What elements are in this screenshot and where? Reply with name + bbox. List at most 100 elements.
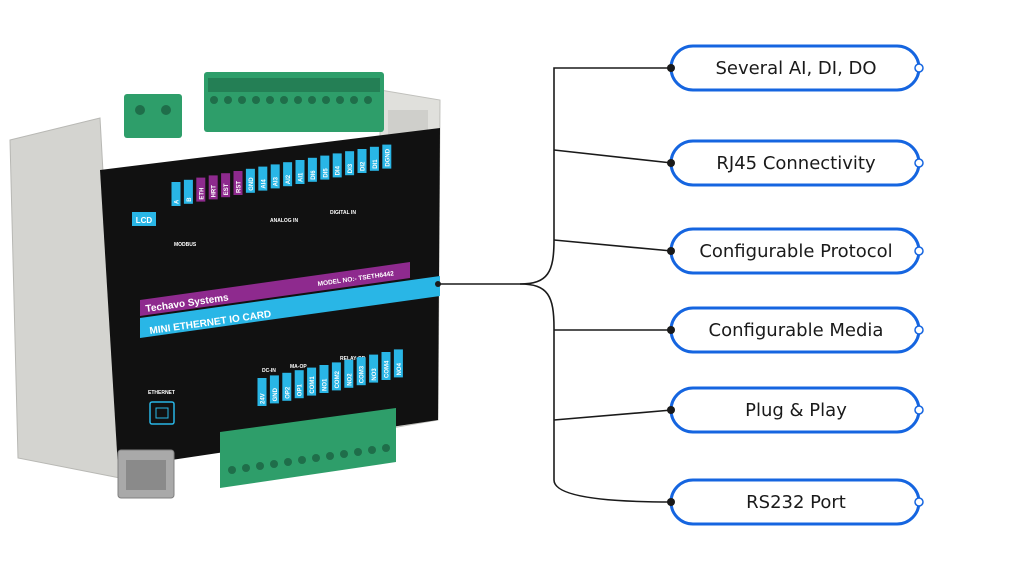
pill-right-node	[914, 246, 924, 256]
bottom-pin-tag	[294, 370, 304, 399]
pill-right-node	[914, 325, 924, 335]
terminal-screw	[252, 96, 260, 104]
bottom-pin-label: COM3	[360, 365, 366, 383]
bottom-pin-tag	[257, 378, 267, 406]
top-pin-label: DI6	[311, 170, 317, 180]
bottom-pin-tag	[282, 372, 292, 401]
top-pin-tag	[320, 155, 330, 180]
feature-label: RJ45 Connectivity	[716, 153, 876, 174]
top-pin-label: AI4	[261, 179, 267, 189]
top-pin-label: DI5	[323, 168, 329, 178]
top-pin-tag	[258, 166, 268, 191]
dc-in-label: DC-IN	[262, 368, 276, 374]
terminal-screw	[294, 96, 302, 104]
branch-lower	[519, 283, 673, 503]
top-pin-tag	[369, 146, 379, 171]
feature-label: Configurable Protocol	[699, 241, 892, 262]
terminal-screw	[242, 464, 250, 472]
connector-tree	[438, 67, 673, 503]
pill-left-node	[667, 326, 675, 334]
bottom-pin-tag	[319, 365, 329, 393]
terminal-screw	[284, 458, 292, 466]
branch-5	[553, 409, 673, 421]
terminal-screw	[161, 105, 171, 115]
ethernet-port-inner	[155, 407, 169, 419]
lcd-badge	[132, 212, 156, 226]
lcd-label: LCD	[136, 216, 153, 225]
feature-label: RS232 Port	[746, 492, 846, 513]
top-pin-tag	[245, 168, 255, 193]
bottom-pin-label: COM2	[335, 370, 341, 388]
top-pin-tag	[283, 162, 293, 187]
terminal-screw	[326, 452, 334, 460]
pill-right-node	[914, 63, 924, 73]
bottom-pin-label: GND	[273, 387, 279, 401]
bottom-pin-label: 24V	[261, 393, 267, 404]
terminal-screw	[135, 105, 145, 115]
feature-label: Configurable Media	[709, 320, 884, 341]
top-pin-label: A	[175, 199, 181, 204]
terminal-screw	[210, 96, 218, 104]
bottom-pin-label: COM1	[310, 376, 316, 394]
top-pin-tag	[270, 164, 280, 189]
terminal-screw	[280, 96, 288, 104]
terminal-screw	[266, 96, 274, 104]
branch-upper	[519, 67, 672, 285]
top-pin-tag	[196, 177, 206, 202]
bottom-pin-label: OP1	[298, 384, 304, 397]
terminal-screw	[270, 460, 278, 468]
ma-op-label: MA-OP	[290, 364, 307, 370]
bottom-pin-tag	[331, 362, 341, 391]
purple-stripe	[140, 262, 410, 316]
top-pin-label: HRT	[212, 185, 218, 198]
top-pin-label: AI2	[286, 174, 292, 184]
top-pin-tag	[295, 160, 305, 184]
top-pin-label: B	[187, 197, 193, 202]
terminal-screw	[308, 96, 316, 104]
bottom-pin-label: OP2	[285, 386, 291, 399]
top-pin-label: AI3	[274, 176, 280, 186]
terminal-screw	[340, 450, 348, 458]
bottom-pin-label: NO4	[397, 362, 403, 375]
feature-pill: Several AI, DI, DO	[667, 44, 924, 92]
analog-in-label: ANALOG IN	[270, 218, 298, 224]
top-pin-label: DI2	[361, 161, 367, 171]
front-panel	[100, 128, 440, 468]
modbus-label: MODBUS	[174, 242, 197, 248]
terminal-screw	[312, 454, 320, 462]
terminal-screw	[224, 96, 232, 104]
bottom-pin-tag	[307, 367, 317, 396]
top-pin-label: DGND	[385, 148, 391, 166]
pill-left-node	[667, 498, 675, 506]
top-pin-label: DI1	[373, 159, 379, 169]
cyan-stripe	[140, 276, 440, 338]
top-pin-tag	[332, 153, 342, 178]
pill-left-node	[667, 159, 675, 167]
feature-pill: Plug & Play	[667, 386, 924, 434]
rj45-jack-opening	[126, 460, 166, 490]
top-pin-label: DI3	[348, 163, 354, 173]
terminal-screw	[350, 96, 358, 104]
branch-3	[553, 239, 673, 252]
pill-right-node	[914, 158, 924, 168]
branch-2	[553, 149, 673, 164]
bottom-pin-tag	[369, 354, 379, 383]
terminal-screw	[364, 96, 372, 104]
terminal-screw	[382, 444, 390, 452]
terminal-screw	[238, 96, 246, 104]
top-pin-label: DI4	[336, 165, 342, 175]
feature-pill: RS232 Port	[667, 478, 924, 526]
bottom-pin-label: NO3	[372, 368, 378, 381]
pill-left-node	[667, 247, 675, 255]
bottom-pin-label: NO2	[347, 373, 353, 386]
trunk-node	[435, 281, 441, 287]
ethernet-label: ETHERNET	[148, 390, 175, 396]
bottom-pin-tag	[344, 359, 354, 388]
top-pin-tag	[171, 182, 181, 206]
bottom-pin-label: COM4	[385, 360, 391, 378]
top-pin-label: AI1	[299, 172, 305, 182]
top-pin-tag	[382, 144, 392, 169]
top-pin-label: ETH	[199, 188, 205, 200]
